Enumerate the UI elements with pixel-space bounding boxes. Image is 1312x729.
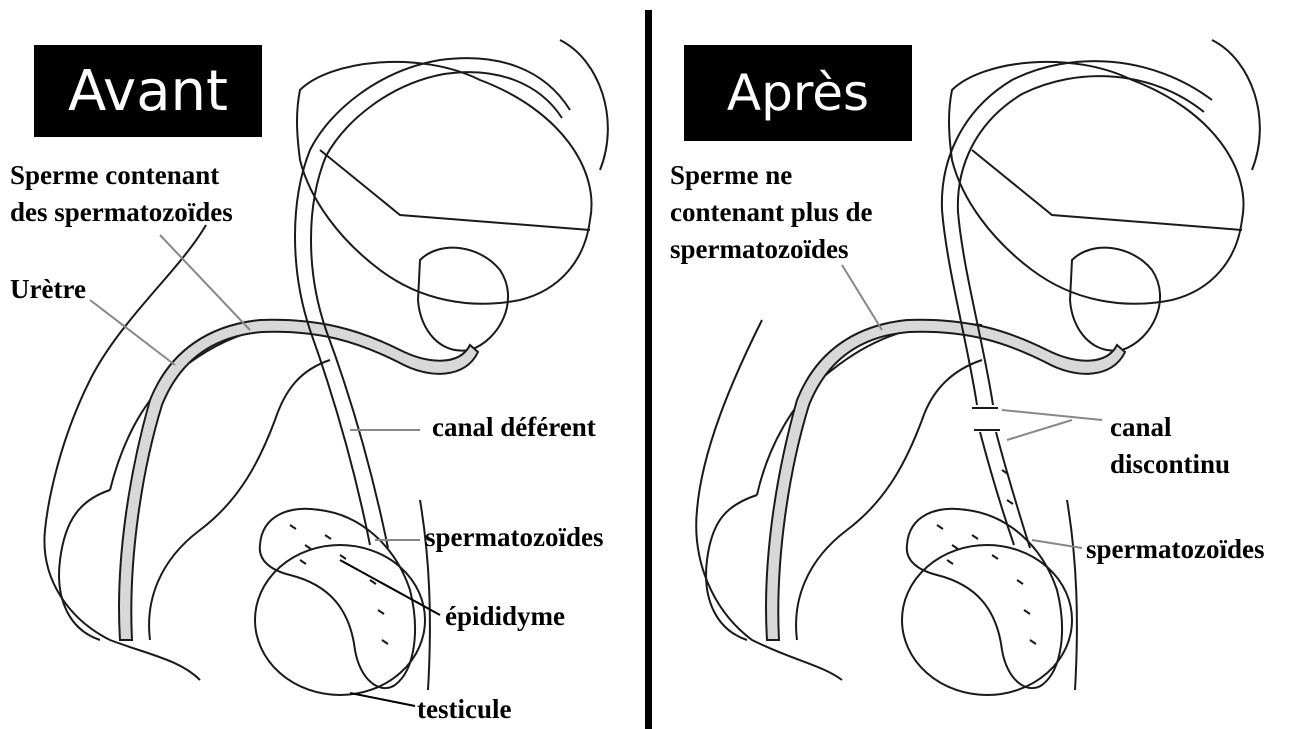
- before-badge: Avant: [34, 45, 262, 137]
- vas-deferens-label: canal déférent: [432, 409, 596, 446]
- discontinuous-duct-label-line1: canal: [1110, 409, 1172, 446]
- penis-outline: [59, 324, 330, 640]
- bladder: [297, 62, 592, 304]
- urethra-duct: [119, 320, 478, 640]
- sperm-without-spermatozoa-label-line2: contenant plus de: [670, 194, 873, 231]
- sperm-without-spermatozoa-label-line1: Sperme ne: [670, 157, 792, 194]
- sperm-with-spermatozoa-label-line1: Sperme contenant: [10, 157, 219, 194]
- testicle-label: testicule: [417, 691, 511, 728]
- spermatozoa-label: spermatozoïdes: [425, 519, 603, 556]
- before-panel: Avant Sperme contenant des spermatozoïde…: [0, 0, 646, 729]
- discontinuous-duct-label-line2: discontinu: [1110, 446, 1230, 483]
- epididymis-label: épididyme: [445, 598, 565, 635]
- after-badge: Après: [684, 45, 912, 141]
- urethra-label: Urètre: [10, 271, 86, 308]
- after-panel: Après Sperme ne contenant plus de sperma…: [652, 0, 1312, 729]
- prostate: [1070, 248, 1160, 351]
- epididymis: [260, 509, 415, 688]
- vas-deferens: [295, 58, 570, 545]
- sperm-without-spermatozoa-label-line3: spermatozoïdes: [670, 231, 848, 268]
- bladder: [949, 62, 1244, 304]
- vas-deferens-upper: [942, 61, 1212, 405]
- prostate: [418, 248, 508, 351]
- epididymis: [907, 509, 1062, 688]
- penis-outline: [706, 324, 982, 640]
- vas-deferens-lower: [980, 432, 1014, 545]
- spermatozoa-label: spermatozoïdes: [1086, 531, 1264, 568]
- panel-divider: [645, 10, 652, 729]
- sperm-with-spermatozoa-label-line2: des spermatozoïdes: [10, 194, 233, 231]
- urethra-duct: [766, 320, 1125, 640]
